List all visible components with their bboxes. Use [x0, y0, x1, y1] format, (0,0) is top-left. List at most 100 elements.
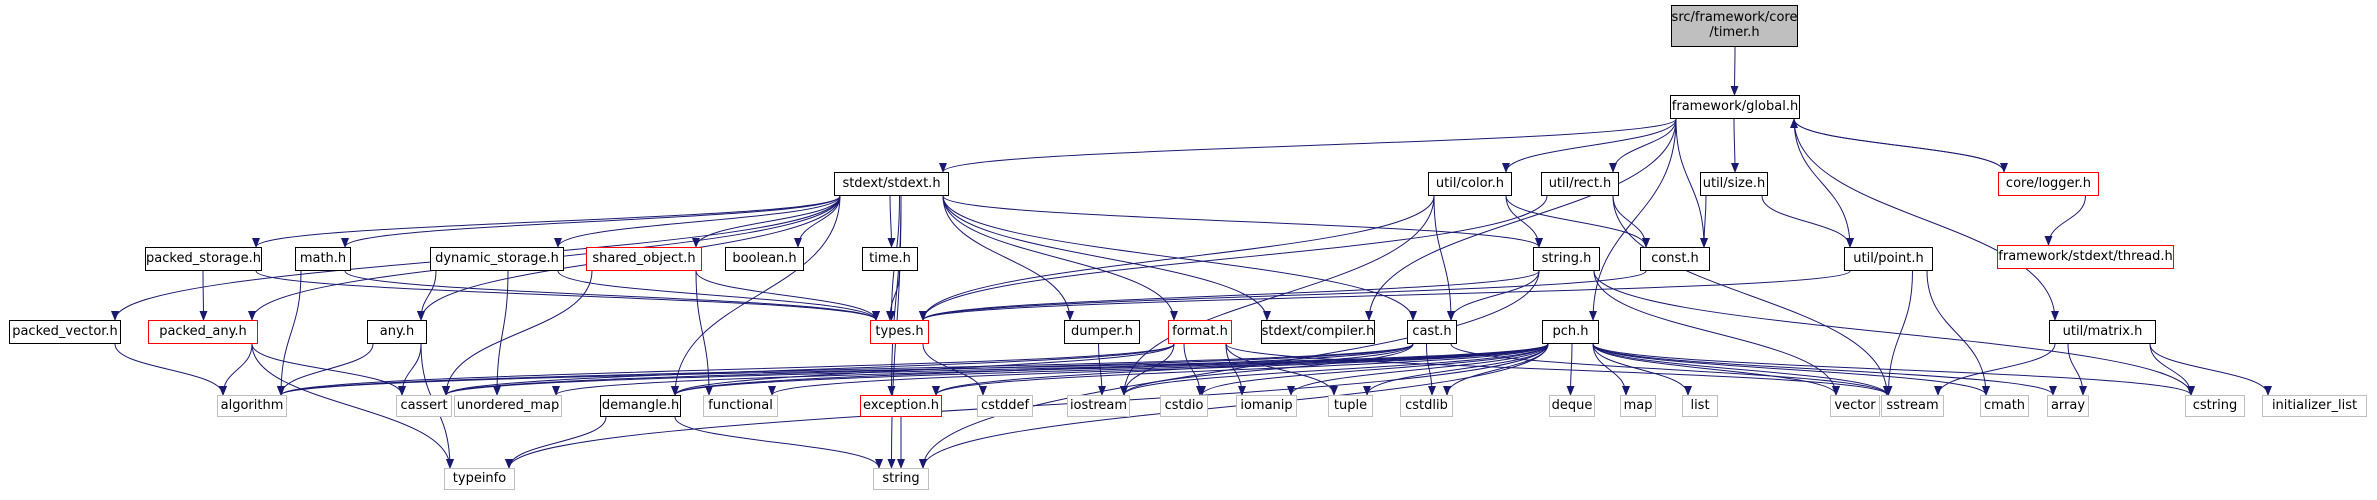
node-dynamic-storage[interactable]: dynamic_storage.h	[430, 247, 564, 271]
edge-format-to-cstdio	[1183, 343, 1204, 396]
node-anyh[interactable]: any.h	[367, 320, 427, 344]
node-string: string	[873, 468, 929, 490]
node-functional: functional	[703, 395, 778, 417]
edge-pch-to-map	[1592, 343, 1630, 396]
edge-root-to-global	[1730, 46, 1739, 96]
edge-stdext-to-boolean	[794, 195, 841, 248]
edge-types-to-cstddef	[922, 343, 987, 396]
edge-global-to-color	[1502, 118, 1677, 173]
node-array: array	[2047, 395, 2089, 417]
edge-stdext-to-demangle	[671, 195, 841, 396]
node-compiler[interactable]: stdext/compiler.h	[1261, 320, 1375, 344]
edge-pch-to-vector	[1592, 343, 1840, 396]
edge-cast-to-cstdlib	[1426, 343, 1436, 396]
edge-pch-to-array	[1592, 343, 2057, 396]
edge-shared_object-to-types	[695, 270, 880, 321]
node-packed-vector[interactable]: packed_vector.h	[9, 320, 121, 344]
edge-point-to-cmath	[1926, 270, 1990, 396]
edge-format-to-tuple	[1225, 343, 1338, 396]
edge-dynamic_storage-to-types	[557, 270, 880, 321]
node-packed-storage[interactable]: packed_storage.h	[145, 247, 262, 271]
node-color[interactable]: util/color.h	[1428, 172, 1512, 196]
edge-packed_storage-to-packed_any	[199, 270, 208, 321]
edge-stringh-to-types	[919, 270, 1540, 321]
edge-format-to-algorithm	[277, 343, 1175, 396]
node-cstdlib: cstdlib	[1400, 395, 1453, 417]
edge-logger-to-global	[1790, 118, 2005, 173]
node-mathh[interactable]: math.h	[295, 247, 351, 271]
edge-stringh-to-vector	[1593, 270, 1840, 396]
node-global[interactable]: framework/global.h	[1670, 95, 1800, 119]
edge-matrix-to-sstream	[1934, 343, 2056, 396]
node-logger[interactable]: core/logger.h	[1998, 172, 2099, 196]
node-map: map	[1620, 395, 1656, 417]
edge-stdext-to-dynamic_storage	[554, 195, 841, 248]
node-size[interactable]: util/size.h	[1700, 172, 1768, 196]
edge-shared_object-to-cassert	[442, 270, 593, 396]
node-stdext[interactable]: stdext/stdext.h	[834, 172, 949, 196]
edge-pch-to-string	[919, 343, 1549, 469]
edge-stdext-to-dumper	[942, 195, 1074, 321]
node-rect[interactable]: util/rect.h	[1541, 172, 1619, 196]
edge-stringh-to-cstring	[1593, 270, 2195, 396]
edge-pch-to-algorithm	[277, 343, 1549, 396]
edge-rect-to-sstream	[1612, 195, 1891, 396]
edge-rect-to-types	[919, 195, 1548, 321]
node-cmath: cmath	[1980, 395, 2029, 417]
node-demangle[interactable]: demangle.h	[600, 395, 681, 417]
edge-point-to-types	[919, 270, 1851, 321]
node-point[interactable]: util/point.h	[1844, 247, 1933, 271]
edge-consth-to-types	[919, 270, 1647, 321]
edge-packed_any-to-typeinfo	[251, 343, 454, 469]
edge-stdext-to-timeh	[887, 195, 896, 248]
node-matrix[interactable]: util/matrix.h	[2049, 320, 2156, 344]
edge-global-to-rect	[1609, 118, 1677, 173]
node-thread[interactable]: framework/stdext/thread.h	[1997, 245, 2174, 269]
node-list: list	[1682, 395, 1718, 417]
node-stringh[interactable]: string.h	[1533, 247, 1600, 271]
edge-global-to-point	[1793, 118, 1854, 248]
node-unordered-map: unordered_map	[454, 395, 562, 417]
node-cast[interactable]: cast.h	[1407, 320, 1457, 344]
edge-cast-to-iostream	[1120, 343, 1414, 396]
node-consth[interactable]: const.h	[1640, 247, 1710, 271]
edge-pch-to-iostream	[1120, 343, 1549, 396]
edge-demangle-to-typeinfo	[505, 416, 607, 469]
node-cstring: cstring	[2185, 395, 2245, 417]
edge-stdext-to-exception	[887, 195, 902, 396]
edge-pch-to-exception	[932, 343, 1549, 396]
edge-stdext-to-compiler	[942, 195, 1271, 321]
edge-packed_vector-to-algorithm	[114, 343, 227, 396]
edge-color-to-consth	[1505, 195, 1650, 248]
edge-format-to-sstream	[1225, 343, 1891, 396]
edge-size-to-consth	[1700, 195, 1709, 248]
edge-dynamic_storage-to-anyh	[417, 270, 437, 321]
edge-stringh-to-cast	[1447, 270, 1540, 321]
edge-logger-to-thread	[2044, 195, 2086, 246]
node-root[interactable]: src/framework/core /timer.h	[1671, 5, 1798, 47]
node-pch[interactable]: pch.h	[1542, 320, 1599, 344]
edge-format-to-cassert	[442, 343, 1175, 396]
edge-global-to-pch	[1589, 118, 1677, 321]
node-timeh[interactable]: time.h	[862, 247, 918, 271]
edge-cast-to-sstream	[1450, 343, 1891, 396]
edge-global-to-size	[1730, 118, 1739, 173]
node-shared-object[interactable]: shared_object.h	[586, 247, 702, 271]
edge-stdext-to-shared_object	[692, 195, 841, 248]
node-types[interactable]: types.h	[870, 320, 929, 344]
node-deque: deque	[1549, 395, 1595, 417]
edge-global-to-compiler	[1365, 118, 1677, 321]
node-exception[interactable]: exception.h	[860, 395, 942, 417]
edge-cast-to-algorithm	[277, 343, 1414, 396]
node-format[interactable]: format.h	[1168, 320, 1232, 344]
node-boolean[interactable]: boolean.h	[725, 247, 804, 271]
edge-global-to-matrix	[1793, 118, 2059, 321]
node-sstream: sstream	[1881, 395, 1944, 417]
edge-stdext-to-packed_storage	[252, 195, 841, 248]
edge-pch-to-cmath	[1592, 343, 1990, 396]
node-dumper[interactable]: dumper.h	[1064, 320, 1140, 344]
node-packed-any[interactable]: packed_any.h	[148, 320, 258, 344]
edge-anyh-to-cassert	[398, 343, 422, 396]
